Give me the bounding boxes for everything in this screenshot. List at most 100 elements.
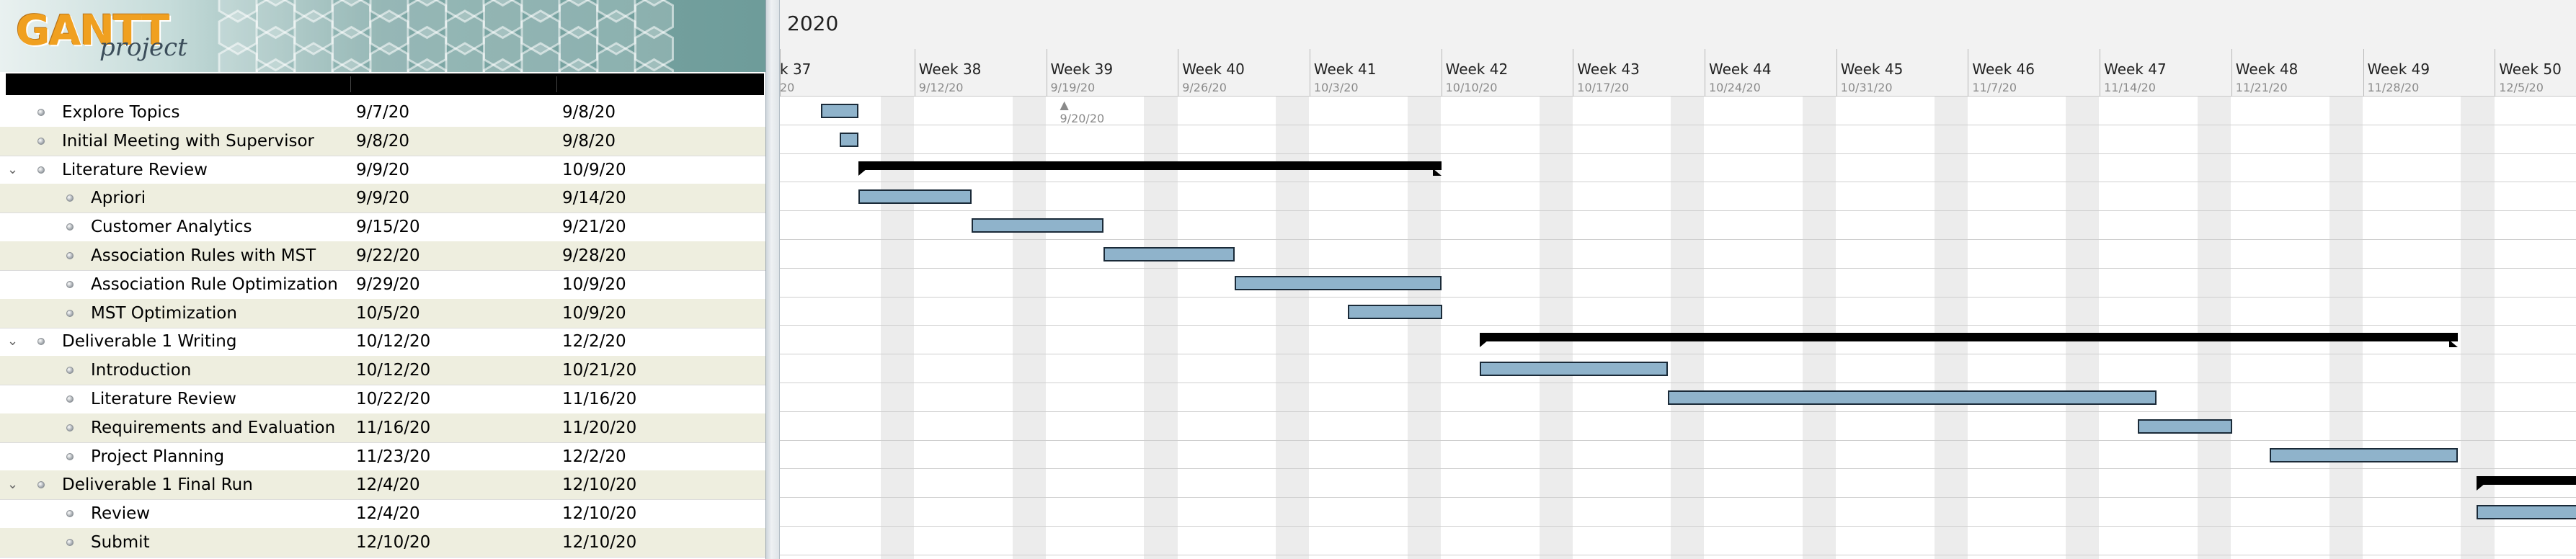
week-label: Week 42 xyxy=(1445,61,1509,78)
task-begin-date: 10/12/20 xyxy=(356,361,431,380)
task-bullet-icon xyxy=(66,252,74,259)
task-begin-date: 9/9/20 xyxy=(356,189,410,208)
task-bullet-icon xyxy=(37,166,45,174)
hexagon-shape xyxy=(634,0,674,40)
week-date-label: 9/26/20 xyxy=(1182,81,1227,94)
week-date-label: 9/12/20 xyxy=(918,81,964,94)
week-label: Week 43 xyxy=(1577,61,1640,78)
task-row[interactable]: Introduction 10/12/20 10/21/20 xyxy=(0,356,765,386)
week-label: Week 48 xyxy=(2235,61,2299,78)
task-bar[interactable] xyxy=(858,189,972,205)
task-begin-date: 9/9/20 xyxy=(356,160,410,179)
task-bar[interactable] xyxy=(1479,362,1668,377)
collapse-chevron-icon[interactable]: ⌄ xyxy=(7,477,19,493)
week-date-label: 10/10/20 xyxy=(1445,81,1498,94)
task-end-date: 11/20/20 xyxy=(562,418,637,437)
task-end-date: 9/28/20 xyxy=(562,246,626,265)
task-name: Deliverable 1 Writing xyxy=(62,332,237,352)
task-begin-date: 9/8/20 xyxy=(356,131,410,151)
task-bar[interactable] xyxy=(840,132,859,147)
task-bar[interactable] xyxy=(2269,447,2458,462)
column-divider[interactable] xyxy=(556,76,557,92)
column-divider[interactable] xyxy=(350,76,351,92)
week-tick xyxy=(1836,49,1837,97)
hexagon-shape xyxy=(634,58,674,72)
task-end-date: 12/10/20 xyxy=(562,475,637,495)
task-bar[interactable] xyxy=(2477,505,2576,520)
task-bullet-icon xyxy=(66,309,74,317)
task-bar[interactable] xyxy=(821,104,859,118)
gantt-grid[interactable] xyxy=(780,97,2576,559)
task-name: Literature Review xyxy=(91,390,236,408)
row-gridline xyxy=(780,526,2576,527)
week-date-label: 10/3/20 xyxy=(1313,81,1359,94)
hexagon-shape xyxy=(567,0,590,7)
row-gridline xyxy=(780,239,2576,240)
task-begin-date: 10/12/20 xyxy=(356,332,431,352)
task-end-date: 11/16/20 xyxy=(562,390,637,408)
week-column-header: Week 47 11/14/20 xyxy=(2100,49,2231,97)
task-begin-date: 11/16/20 xyxy=(356,418,431,437)
task-bar[interactable] xyxy=(1667,390,2157,405)
panel-splitter[interactable] xyxy=(765,0,780,559)
weekend-shade xyxy=(1012,97,1046,559)
task-end-date: 10/9/20 xyxy=(562,160,626,179)
week-date-label: 11/7/20 xyxy=(1972,81,2017,94)
weekend-shade xyxy=(881,97,915,559)
task-row[interactable]: ⌄ Literature Review 9/9/20 10/9/20 xyxy=(0,156,765,185)
task-name: Introduction xyxy=(91,361,192,380)
summary-left-cap xyxy=(2477,483,2485,491)
task-name: Explore Topics xyxy=(62,103,180,122)
task-name: Association Rules with MST xyxy=(91,246,316,265)
table-header[interactable] xyxy=(6,73,764,95)
week-label: Week 40 xyxy=(1182,61,1245,78)
task-begin-date: 9/22/20 xyxy=(356,246,420,265)
task-end-date: 10/21/20 xyxy=(562,361,637,380)
task-bullet-icon xyxy=(37,481,45,489)
task-bar[interactable] xyxy=(1103,247,1235,261)
task-row[interactable]: Association Rules with MST 9/22/20 9/28/20 xyxy=(0,241,765,271)
week-date-label: 11/14/20 xyxy=(2104,81,2156,94)
week-date-label: 10/24/20 xyxy=(1709,81,1761,94)
week-label: Week 47 xyxy=(2104,61,2167,78)
task-bar[interactable] xyxy=(2138,419,2232,434)
summary-bar[interactable] xyxy=(858,161,1442,176)
logo-project-text: project xyxy=(99,33,187,62)
week-date-label: 12/5/20 xyxy=(2499,81,2544,94)
weekend-shade xyxy=(2066,97,2100,559)
task-name: Project Planning xyxy=(91,447,225,466)
week-date-label: 11/21/20 xyxy=(2235,81,2288,94)
collapse-chevron-icon[interactable]: ⌄ xyxy=(7,334,19,349)
collapse-chevron-icon[interactable]: ⌄ xyxy=(7,161,19,177)
task-name: Literature Review xyxy=(62,160,208,179)
task-bullet-icon xyxy=(66,367,74,375)
hexagon-shape xyxy=(339,0,363,7)
week-column-header: Week 48 11/21/20 xyxy=(2231,49,2363,97)
task-bar[interactable] xyxy=(1235,275,1442,290)
summary-bar[interactable] xyxy=(2477,476,2576,491)
task-bar[interactable] xyxy=(1348,304,1442,319)
task-bar[interactable] xyxy=(972,218,1103,233)
summary-bar[interactable] xyxy=(1479,333,2458,348)
task-name: Review xyxy=(91,504,151,524)
week-date-label: 9/19/20 xyxy=(1050,81,1096,94)
